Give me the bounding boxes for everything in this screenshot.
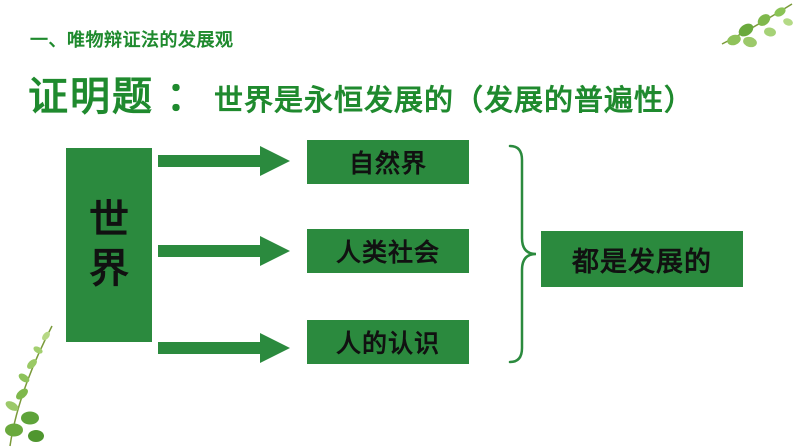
result-label: 都是发展的 — [572, 246, 712, 278]
main-title: 证明题 ： 世界是永恒发展的（发展的普遍性） — [28, 64, 694, 122]
leaf-sprig-bottom-left-icon — [5, 325, 53, 447]
world-box: 世 界 — [66, 148, 152, 342]
main-title-colon: ： — [166, 74, 206, 120]
main-title-label: 证明题 — [28, 74, 154, 120]
world-char-1: 世 — [89, 197, 129, 244]
result-box: 都是发展的 — [541, 231, 743, 287]
world-char-2: 界 — [89, 246, 129, 292]
item-label-cognition: 人的认识 — [335, 329, 440, 358]
item-box-cognition: 人的认识 — [307, 320, 469, 364]
item-box-nature: 自然界 — [307, 140, 469, 184]
section-title: 一、唯物辩证法的发展观 — [30, 30, 234, 51]
item-box-society: 人类社会 — [307, 229, 469, 273]
item-label-society: 人类社会 — [335, 238, 440, 267]
item-label-nature: 自然界 — [348, 149, 427, 178]
curly-brace — [508, 144, 537, 364]
main-title-claim: 世界是永恒发展的（发展的普遍性） — [214, 83, 695, 117]
arrow-to-cognition — [158, 333, 290, 363]
arrow-to-nature — [158, 146, 290, 176]
leaf-sprig-top-right-icon — [721, 3, 793, 48]
arrow-to-society — [158, 236, 290, 266]
